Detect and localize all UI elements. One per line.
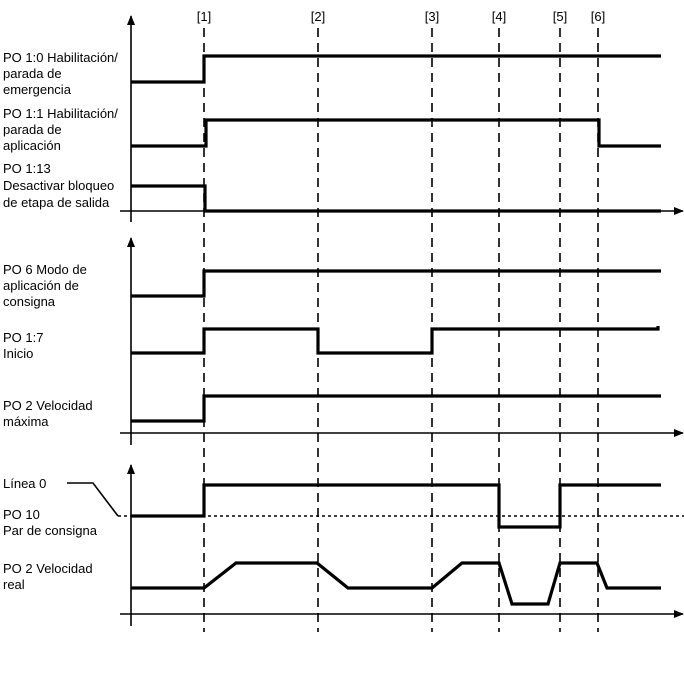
panel-1: PO 1:0 Habilitación/ parada de emergenci…	[3, 15, 684, 222]
marker-5: [5]	[553, 9, 567, 24]
label-line0: Línea 0	[3, 476, 46, 491]
marker-6: [6]	[591, 9, 605, 24]
line0-leader	[67, 482, 119, 517]
label-po6: PO 6 Modo de aplicación de consigna	[3, 262, 90, 309]
marker-1: [1]	[197, 9, 211, 24]
label-po1-7: PO 1:7 Inicio	[3, 330, 47, 361]
signal-po1-1	[131, 118, 661, 148]
signal-po10	[131, 483, 661, 529]
signal-po2-max	[131, 394, 661, 423]
label-po1-13: PO 1:13 Desactivar bloqueo de etapa de s…	[3, 161, 118, 210]
signal-po1-7	[131, 326, 660, 355]
label-po1-0: PO 1:0 Habilitación/ parada de emergenci…	[3, 50, 122, 97]
label-po1-1: PO 1:1 Habilitación/ parada de aplicació…	[3, 106, 122, 153]
label-po10: PO 10 Par de consigna	[3, 507, 98, 538]
signal-po6	[131, 269, 661, 298]
label-po2-max: PO 2 Velocidad máxima	[3, 398, 96, 429]
signal-po1-0	[131, 54, 661, 84]
panel-2: PO 6 Modo de aplicación de consigna PO 1…	[3, 237, 684, 445]
signal-po1-13	[131, 184, 661, 213]
marker-4: [4]	[492, 9, 506, 24]
signal-po2-real	[131, 561, 661, 606]
time-markers: [1] [2] [3] [4] [5] [6]	[197, 9, 605, 632]
marker-3: [3]	[425, 9, 439, 24]
marker-2: [2]	[311, 9, 325, 24]
label-po2-real: PO 2 Velocidad real	[3, 561, 96, 592]
panel-3: Línea 0 PO 10 Par de consigna PO 2 Veloc…	[3, 464, 684, 626]
